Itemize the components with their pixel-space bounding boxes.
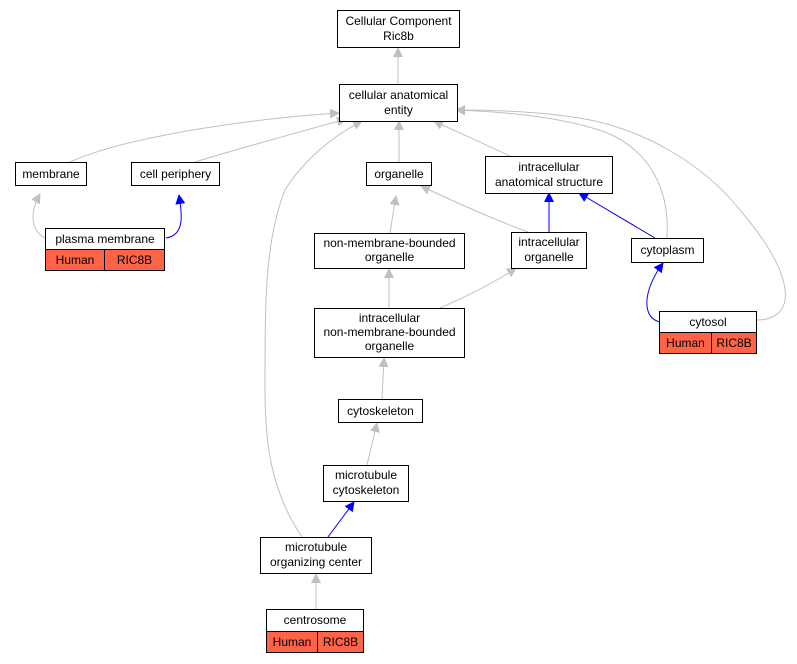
- node-intracellular-non-membrane-bounded-organelle[interactable]: intracellular non-membrane-bounded organ…: [314, 308, 465, 358]
- centrosome-species-label: Human: [273, 635, 312, 649]
- edge-cell-periphery-to-entity: [194, 116, 347, 163]
- node-nmbo-label-line2: organelle: [365, 250, 415, 264]
- node-microtubule-organizing-center[interactable]: microtubule organizing center: [260, 537, 372, 574]
- node-cytoplasm-label: cytoplasm: [640, 243, 694, 257]
- node-non-membrane-bounded-organelle[interactable]: non-membrane-bounded organelle: [314, 233, 465, 269]
- node-cytoskeleton[interactable]: cytoskeleton: [338, 399, 423, 423]
- node-cytosol[interactable]: cytosol Human RIC8B: [659, 311, 757, 354]
- node-inmbo-label-line1: intracellular: [359, 311, 420, 325]
- node-mtoc-label-line2: organizing center: [270, 555, 362, 569]
- edge-inmbo-to-intracellular-organelle: [439, 267, 517, 309]
- edge-intracellular-organelle-to-organelle: [420, 185, 529, 233]
- node-intracellular-organelle[interactable]: intracellular organelle: [511, 232, 587, 269]
- edge-cytoskeleton-to-inmbo: [378, 357, 389, 400]
- plasma-membrane-gene-label: RIC8B: [117, 253, 152, 267]
- node-inmbo-label-line2: non-membrane-bounded: [323, 325, 455, 339]
- node-plasma-membrane-label: plasma membrane: [55, 232, 155, 246]
- plasma-membrane-species-label: Human: [56, 253, 95, 267]
- node-ias-label-line2: anatomical structure: [495, 175, 603, 189]
- node-centrosome-label: centrosome: [284, 613, 347, 627]
- node-nmbo-label-line1: non-membrane-bounded: [323, 236, 455, 250]
- node-mtc-label-line1: microtubule: [335, 468, 397, 482]
- node-membrane[interactable]: membrane: [15, 162, 87, 186]
- edge-cytoplasm-to-structure: [578, 192, 656, 239]
- node-cytoplasm[interactable]: cytoplasm: [631, 238, 704, 263]
- edge-plasma-membrane-to-cell-periphery: [165, 194, 186, 239]
- edge-intracellular-structure-to-entity: [433, 120, 511, 157]
- node-inmbo-label-line3: organelle: [365, 339, 415, 353]
- edge-cytoplasm-to-entity: [455, 105, 668, 239]
- node-intracellular-anatomical-structure[interactable]: intracellular anatomical structure: [485, 156, 613, 194]
- edge-mt-cytoskeleton-to-cytoskeleton: [366, 422, 380, 466]
- cytosol-gene-label: RIC8B: [716, 336, 751, 350]
- nodes: Cellular Component Ric8b cellular anatom…: [15, 10, 757, 653]
- node-io-label-line2: organelle: [524, 250, 574, 264]
- node-cell-periphery-label: cell periphery: [140, 167, 211, 181]
- centrosome-gene-label: RIC8B: [323, 635, 358, 649]
- node-microtubule-cytoskeleton[interactable]: microtubule cytoskeleton: [323, 465, 409, 502]
- cytosol-species-label: Human: [666, 336, 705, 350]
- node-organelle[interactable]: organelle: [366, 162, 432, 186]
- node-centrosome[interactable]: centrosome Human RIC8B: [266, 609, 364, 653]
- plasma-membrane-gene-tag: [104, 249, 165, 271]
- edges: [31, 47, 786, 609]
- node-mtoc-label-line1: microtubule: [285, 540, 347, 554]
- cytosol-gene-tag: [711, 332, 757, 354]
- node-cytoskeleton-label: cytoskeleton: [347, 404, 414, 418]
- node-plasma-membrane[interactable]: plasma membrane Human RIC8B: [45, 228, 165, 271]
- edge-cytosol-to-cytoplasm: [646, 262, 664, 323]
- node-organelle-label: organelle: [374, 167, 424, 181]
- centrosome-gene-tag: [317, 631, 364, 653]
- node-cell-periphery[interactable]: cell periphery: [131, 162, 220, 186]
- edge-membrane-to-entity: [69, 108, 340, 163]
- edge-mtoc-to-entity: [264, 120, 363, 538]
- node-root[interactable]: Cellular Component Ric8b: [337, 10, 460, 48]
- edge-cytosol-to-entity: [455, 105, 786, 321]
- node-root-label-line1: Cellular Component: [345, 14, 452, 28]
- node-cytosol-label: cytosol: [689, 315, 726, 329]
- node-ias-label-line1: intracellular: [518, 160, 579, 174]
- node-cae-label-line2: entity: [384, 103, 413, 117]
- node-io-label-line1: intracellular: [518, 235, 579, 249]
- edge-mtoc-to-mt-cytoskeleton: [327, 501, 355, 538]
- edge-plasma-membrane-to-membrane: [31, 193, 46, 239]
- node-membrane-label: membrane: [22, 167, 80, 181]
- edge-nmbo-to-organelle: [389, 195, 400, 234]
- node-root-label-line2: Ric8b: [383, 29, 414, 43]
- node-mtc-label-line2: cytoskeleton: [333, 483, 400, 497]
- node-cae-label-line1: cellular anatomical: [349, 88, 448, 102]
- node-cellular-anatomical-entity[interactable]: cellular anatomical entity: [339, 84, 458, 122]
